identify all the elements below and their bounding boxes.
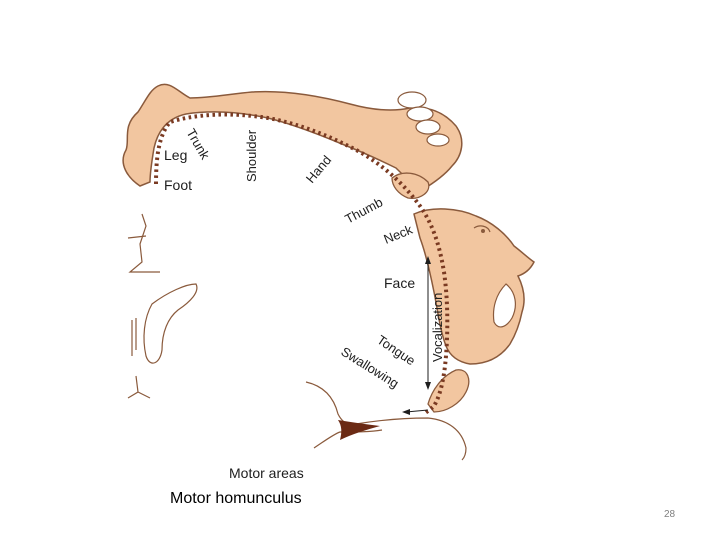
label-hand: Hand (303, 152, 334, 185)
slide-caption: Motor homunculus (170, 490, 302, 507)
arrowhead-up (425, 256, 431, 264)
cortex-line (131, 318, 137, 356)
cortex-line (128, 213, 160, 273)
cortex-ventricle (143, 283, 198, 364)
label-leg: Leg (164, 147, 187, 163)
cortex-line (127, 235, 147, 239)
label-motor-areas: Motor areas (229, 465, 304, 481)
eye-pupil (481, 229, 485, 233)
tongue-shape (427, 369, 470, 413)
label-trunk: Trunk (183, 126, 213, 162)
lower-cortex-outline (305, 381, 467, 461)
thumb-shape (391, 172, 430, 199)
lower-cortex-outline (313, 429, 383, 449)
mouth (492, 283, 516, 328)
hand-finger (406, 106, 434, 122)
hand-finger (426, 133, 450, 147)
neuron-cell-body (338, 420, 380, 440)
label-vocalization: Vocalization (430, 293, 445, 362)
label-thumb: Thumb (342, 194, 385, 226)
label-tongue: Tongue (374, 332, 418, 368)
arrowhead-down (425, 382, 431, 390)
hand-finger (397, 91, 427, 109)
eye (473, 225, 491, 233)
motor-strip-dotted-line (154, 112, 450, 416)
label-shoulder: Shoulder (244, 129, 259, 182)
label-foot: Foot (164, 177, 192, 193)
pointer-arrowhead (402, 409, 410, 415)
label-face: Face (384, 275, 415, 291)
hand-finger (415, 119, 441, 135)
page-number: 28 (664, 509, 676, 520)
label-neck: Neck (382, 222, 416, 247)
cortex-line (127, 375, 151, 399)
